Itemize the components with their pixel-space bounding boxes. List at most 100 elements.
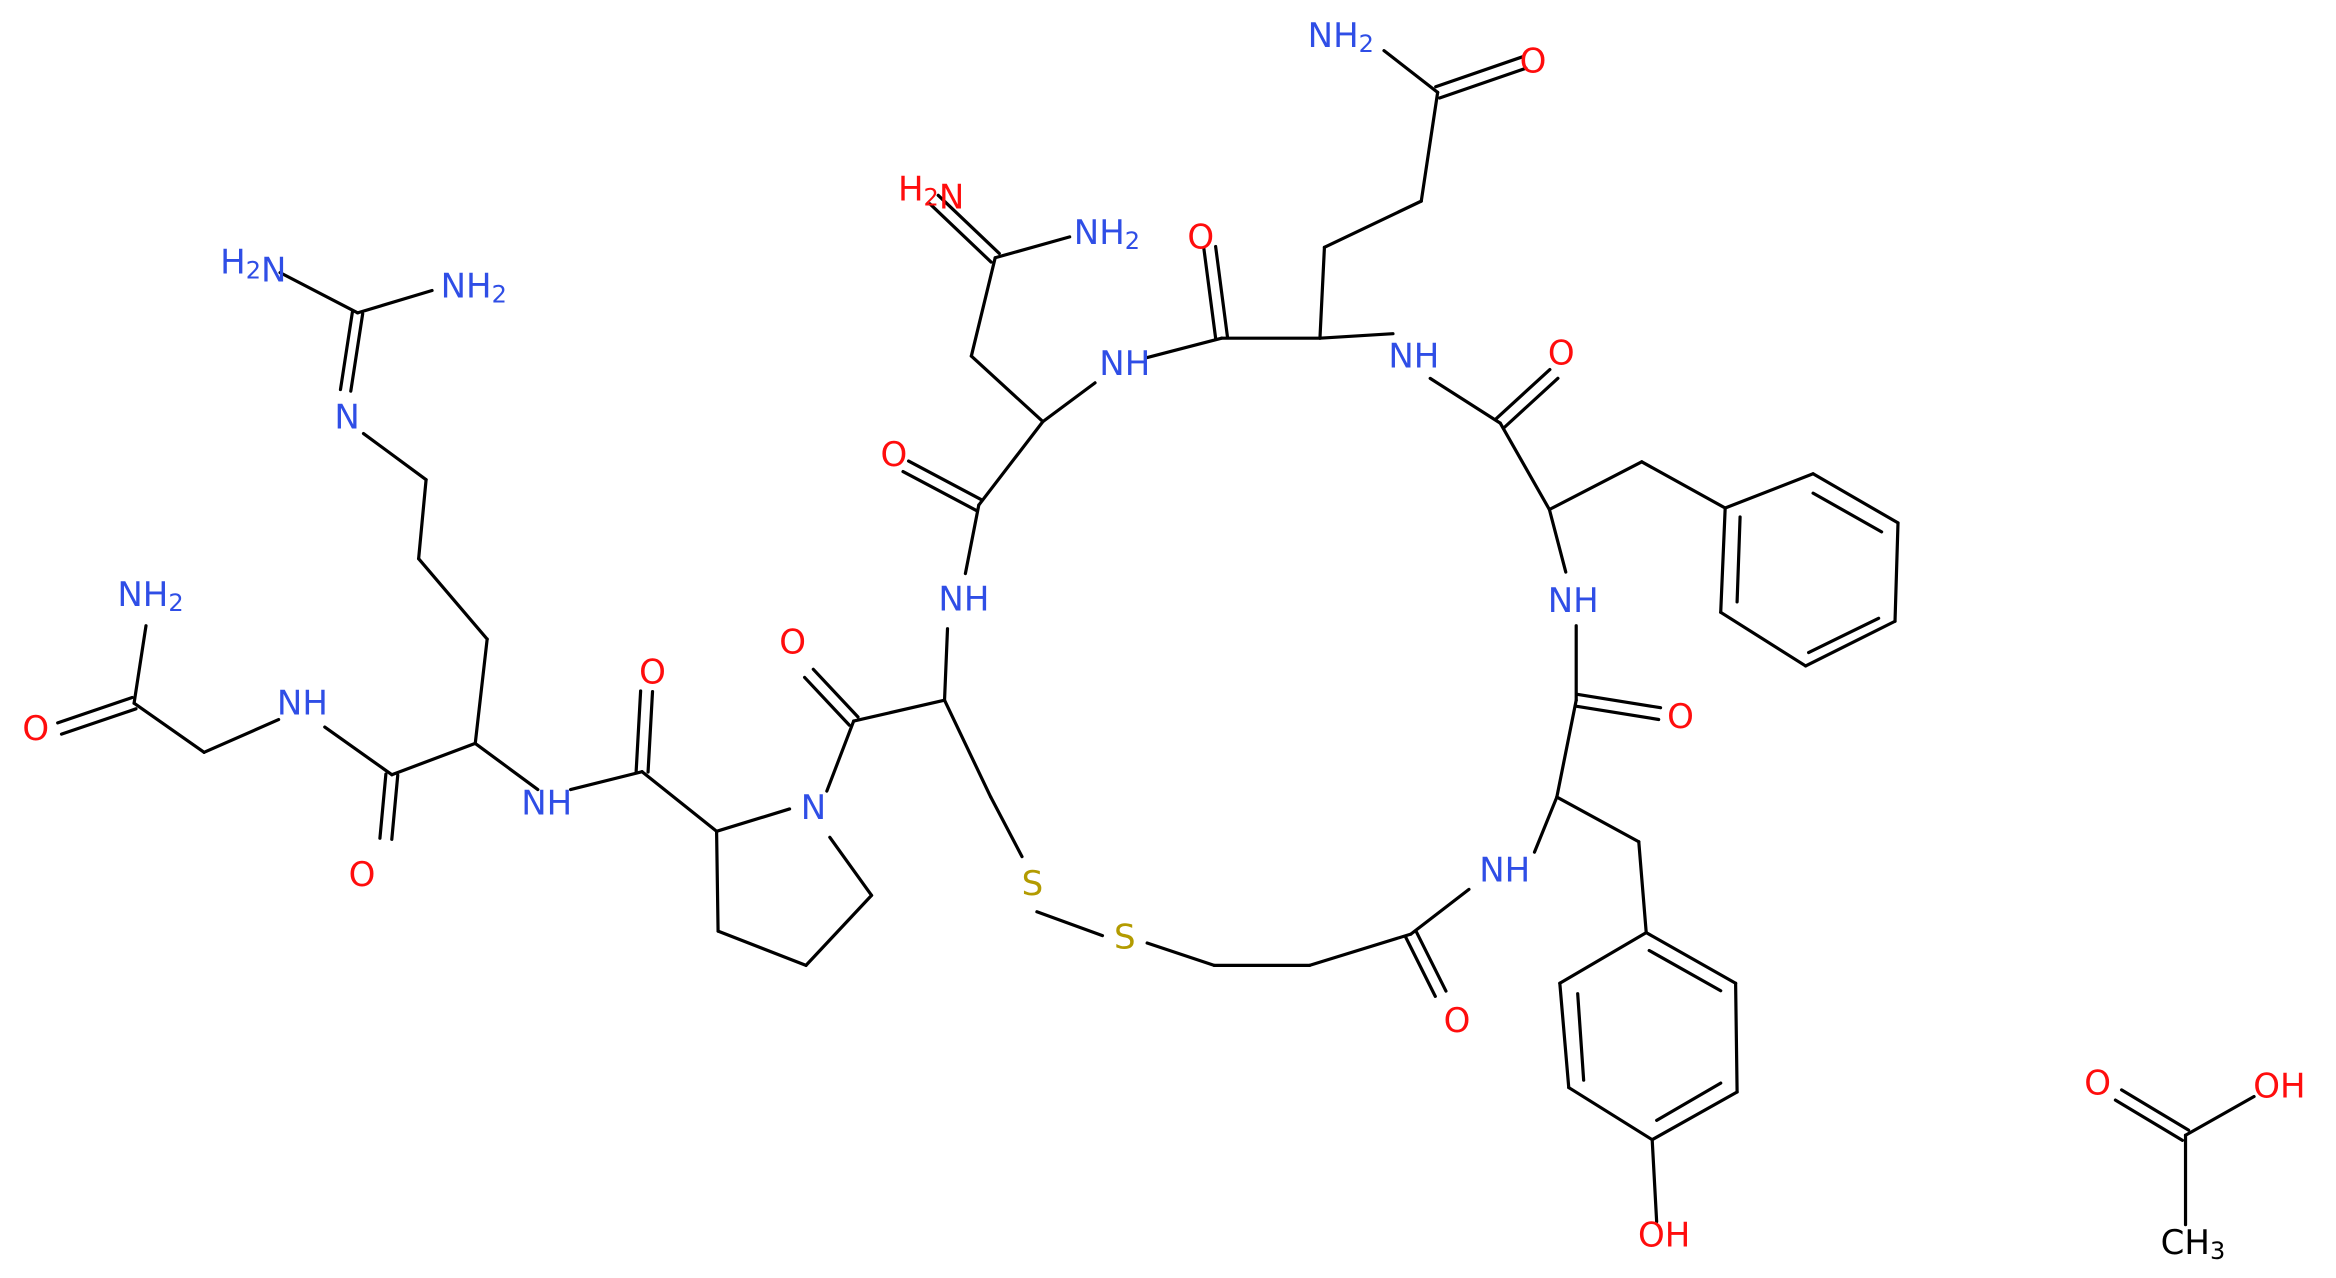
bond-tyr-ca-co xyxy=(1555,698,1578,799)
atom-label-n_guan: N xyxy=(334,397,359,437)
bond-gln-c-o-double-2 xyxy=(1202,246,1218,341)
bond-asn-nh-ca xyxy=(1041,381,1097,424)
atom-label-nh2_3: NH2 xyxy=(117,574,183,617)
atom-label-oh_tyr: OH xyxy=(1638,1215,1690,1255)
bond-phe-nh-ca xyxy=(1547,507,1568,574)
bond-guan-c-n-double xyxy=(349,312,365,393)
bond-asn-ca-co xyxy=(977,420,1045,507)
atom-label-oh_acid: OH xyxy=(2253,1066,2305,1106)
bond-gln-c-o-double xyxy=(1434,55,1524,89)
bond-gly-ch2-co xyxy=(132,701,206,754)
bond-s-s xyxy=(1035,910,1105,938)
bond-mpa-c-o-double xyxy=(1414,929,1448,993)
bond-tyr-ring-4 xyxy=(1650,1090,1739,1142)
bond-asn-c-o-double xyxy=(936,193,1001,256)
atom-label-o5: O xyxy=(880,434,907,474)
bond-phe-ring-inner-3 xyxy=(1735,515,1742,604)
bond-cys-c-o-double xyxy=(811,667,860,719)
bond-phe-ring-1 xyxy=(1723,472,1815,510)
atom-label-ch3: CH3 xyxy=(2161,1222,2226,1265)
bond-tyr-ring-inner-2 xyxy=(1655,1081,1723,1122)
atom-label-nh_7: NH xyxy=(1479,850,1530,890)
bond-phe-ring-6 xyxy=(1719,506,1727,614)
bond-cys-ca-nh xyxy=(942,627,950,702)
bond-asn-c-o-double-2 xyxy=(906,459,984,502)
bond-phe-ring-4 xyxy=(1804,619,1897,668)
bond-gly-c-o-double xyxy=(59,707,138,736)
bond-arg-chain-1 xyxy=(417,478,428,561)
atom-label-s2: S xyxy=(1114,917,1136,957)
bond-phe-ca-co xyxy=(1498,421,1551,512)
atom-label-n_pro: N xyxy=(801,787,826,827)
bond-pro-ring-3 xyxy=(804,893,874,967)
bond-gln-ch2-ch2 xyxy=(1322,199,1423,249)
bond-tyr-ring-5 xyxy=(1734,981,1739,1094)
bond-pro-c-o-double xyxy=(634,689,643,773)
bond-tyr-ring-1 xyxy=(1558,931,1648,985)
atom-label-o4: O xyxy=(779,622,806,662)
atom-label-nh_2: NH xyxy=(521,783,572,823)
bond-acid-c-o-double xyxy=(2113,1098,2185,1142)
bond-phe-ca-ch2 xyxy=(1547,460,1644,512)
bond-pron-co xyxy=(825,719,856,793)
atom-label-nh2_6: NH2 xyxy=(1308,16,1374,59)
bond-pro-c-o-double xyxy=(646,689,655,774)
bond-proco-ca xyxy=(640,770,719,833)
bond-phe-ring-5 xyxy=(1719,610,1808,668)
atom-label-nh_3: NH xyxy=(938,579,989,619)
atom-label-nh2_2: NH2 xyxy=(441,266,507,309)
atom-label-o6: O xyxy=(1187,217,1214,257)
bond-phe-c-o-double xyxy=(1494,367,1552,421)
bond-tyr-ch2-ring xyxy=(1637,840,1648,935)
bond-acid-c-oh xyxy=(2183,1094,2256,1137)
bond-tyr-ring-inner-1 xyxy=(1576,992,1586,1082)
bond-tyr-c-o-double xyxy=(1575,692,1663,710)
atom-label-nh2_5: NH2 xyxy=(1074,212,1140,255)
bond-gly-c-o-double xyxy=(56,695,134,725)
bond-asn-c-o-double-2 xyxy=(901,469,978,512)
bond-phe-ring-2 xyxy=(1811,472,1900,525)
bond-phe-ring-inner-2 xyxy=(1807,616,1881,655)
bond-pro-ca-n xyxy=(714,807,792,833)
bond-cys-co-ca xyxy=(852,698,947,723)
bond-tyr-nh-ca xyxy=(1532,795,1559,854)
atom-label-o9: O xyxy=(1667,697,1694,737)
bond-mpa-c-o-double xyxy=(1403,935,1437,998)
bond-tyr-c-o-double xyxy=(1573,704,1661,722)
bond-phe-ring-inner-1 xyxy=(1811,491,1884,534)
bond-tyr-ring-6 xyxy=(1644,931,1738,985)
atom-label-o1: O xyxy=(22,709,49,749)
atom-label-o2: O xyxy=(349,855,376,895)
bond-gln-c-o-double-2 xyxy=(1214,244,1230,340)
bond-arg-chain-2 xyxy=(417,557,489,641)
atom-label-nh_1: NH xyxy=(277,683,328,723)
bond-arg-chain-3 xyxy=(473,637,489,746)
bond-pro-ring-1 xyxy=(714,829,720,933)
bond-arg-c-o-double xyxy=(390,773,400,841)
bond-tyr-ring-inner-3 xyxy=(1647,948,1723,993)
bond-arg-c-o-double xyxy=(378,772,388,840)
atom-label-nh2_4: H2N xyxy=(898,169,964,217)
bond-cys-ch2-s xyxy=(989,795,1024,859)
atom-label-nh_4: NH xyxy=(1099,344,1150,384)
atom-label-o8: O xyxy=(1520,41,1547,81)
bond-tyr-ring-2 xyxy=(1558,981,1571,1090)
bond-arg-co-nh xyxy=(323,725,394,777)
bond-gly-nh-ch2 xyxy=(202,717,281,754)
bond-phe-ch2-ring xyxy=(1640,460,1727,510)
bond-tyr-ring-3 xyxy=(1567,1085,1654,1142)
bond-asn-c-nh2 xyxy=(993,235,1072,260)
bond-gln-c-o-double xyxy=(1437,66,1528,100)
atom-label-o10: O xyxy=(1444,1001,1471,1041)
bond-asn-c-o-double xyxy=(928,202,993,264)
bond-tyr-ca-ch2 xyxy=(1555,795,1641,844)
bond-asn-co-nh xyxy=(963,503,981,576)
bond-tyr-c-oh xyxy=(1650,1138,1659,1224)
bond-guan-c-nh2-left xyxy=(278,271,360,315)
bond-arg-nh-proco xyxy=(568,770,644,792)
atom-label-o7: O xyxy=(1548,333,1575,373)
atom-label-o3: O xyxy=(639,652,666,692)
atom-label-nh_6: NH xyxy=(1548,580,1599,620)
atom-label-nh2_1: H2N xyxy=(220,242,286,290)
bond-mpa-ch2-co xyxy=(1307,932,1413,967)
